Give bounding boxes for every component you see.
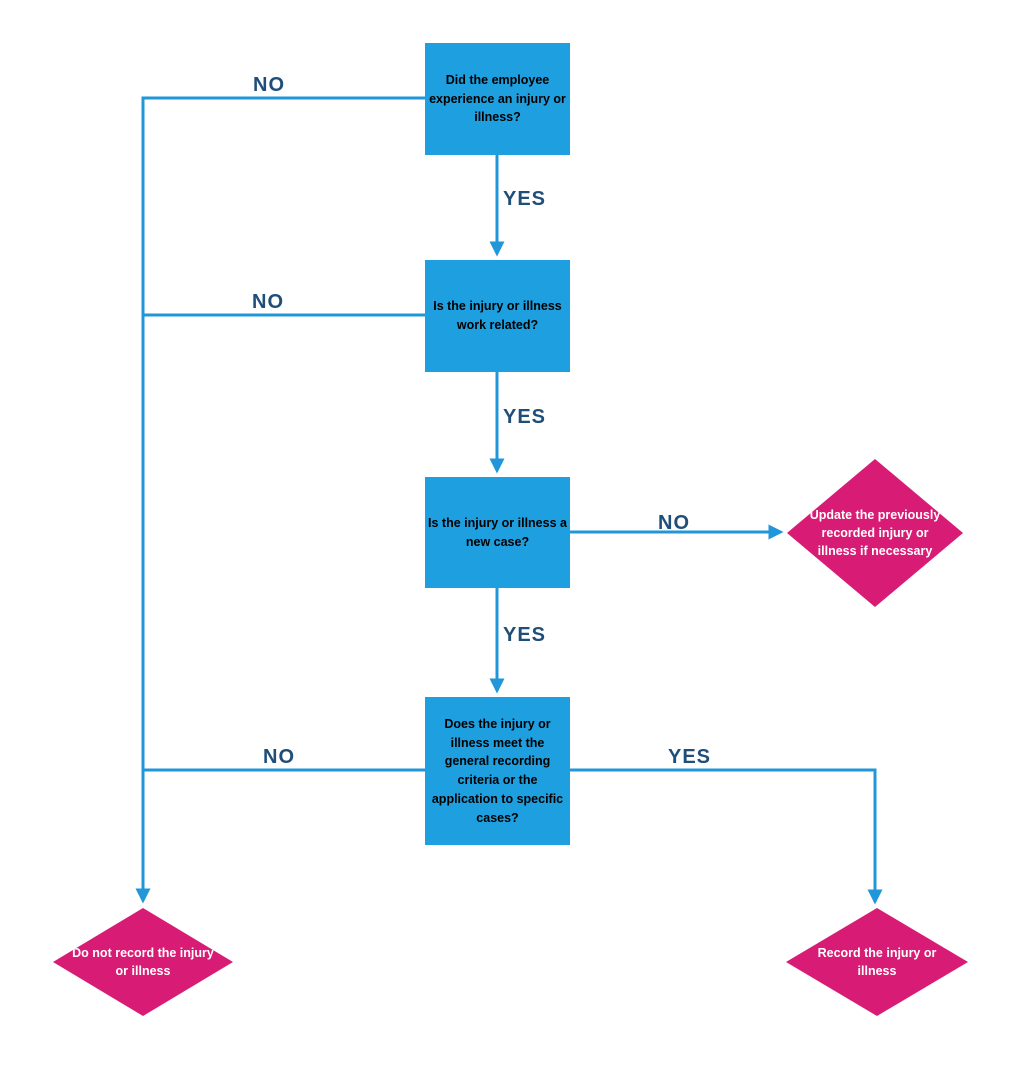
edge-label-q4-no: NO — [263, 746, 295, 768]
node-q3-new-case: Is the injury or illness a new case? — [425, 477, 570, 588]
node-q2-work-related: Is the injury or illness work related? — [425, 260, 570, 372]
connector-q1-no-trunk — [135, 96, 425, 904]
edge-label-q2-yes: YES — [503, 406, 547, 428]
node-q3-label: Is the injury or illness a new case? — [428, 515, 567, 549]
node-do-not-record-label: Do not record the injury or illness — [72, 945, 214, 978]
node-update-previous-record: Update the previously recorded injury or… — [787, 459, 963, 607]
node-update-label: Update the previously recorded injury or… — [809, 507, 941, 559]
edge-label-q3-no: NO — [658, 512, 690, 534]
edge-label-q1-no: NO — [253, 74, 285, 96]
edge-label-q3-yes: YES — [503, 624, 547, 646]
node-q1-injury-or-illness: Did the employee experience an injury or… — [425, 43, 570, 155]
node-do-not-record: Do not record the injury or illness — [53, 908, 233, 1016]
node-q4-recording-criteria: Does the injury or illness meet the gene… — [425, 697, 570, 845]
node-q2-label: Is the injury or illness work related? — [433, 299, 562, 332]
connector-q4-yes — [570, 768, 883, 905]
edge-label-q1-yes: YES — [503, 188, 547, 210]
edge-label-q2-no: NO — [252, 291, 284, 313]
node-record-label: Record the injury or illness — [817, 945, 937, 978]
node-record: Record the injury or illness — [786, 908, 968, 1016]
edge-label-q4-yes: YES — [668, 746, 712, 768]
node-q4-label: Does the injury or illness meet the gene… — [431, 716, 564, 825]
node-q1-label: Did the employee experience an injury or… — [429, 72, 566, 125]
